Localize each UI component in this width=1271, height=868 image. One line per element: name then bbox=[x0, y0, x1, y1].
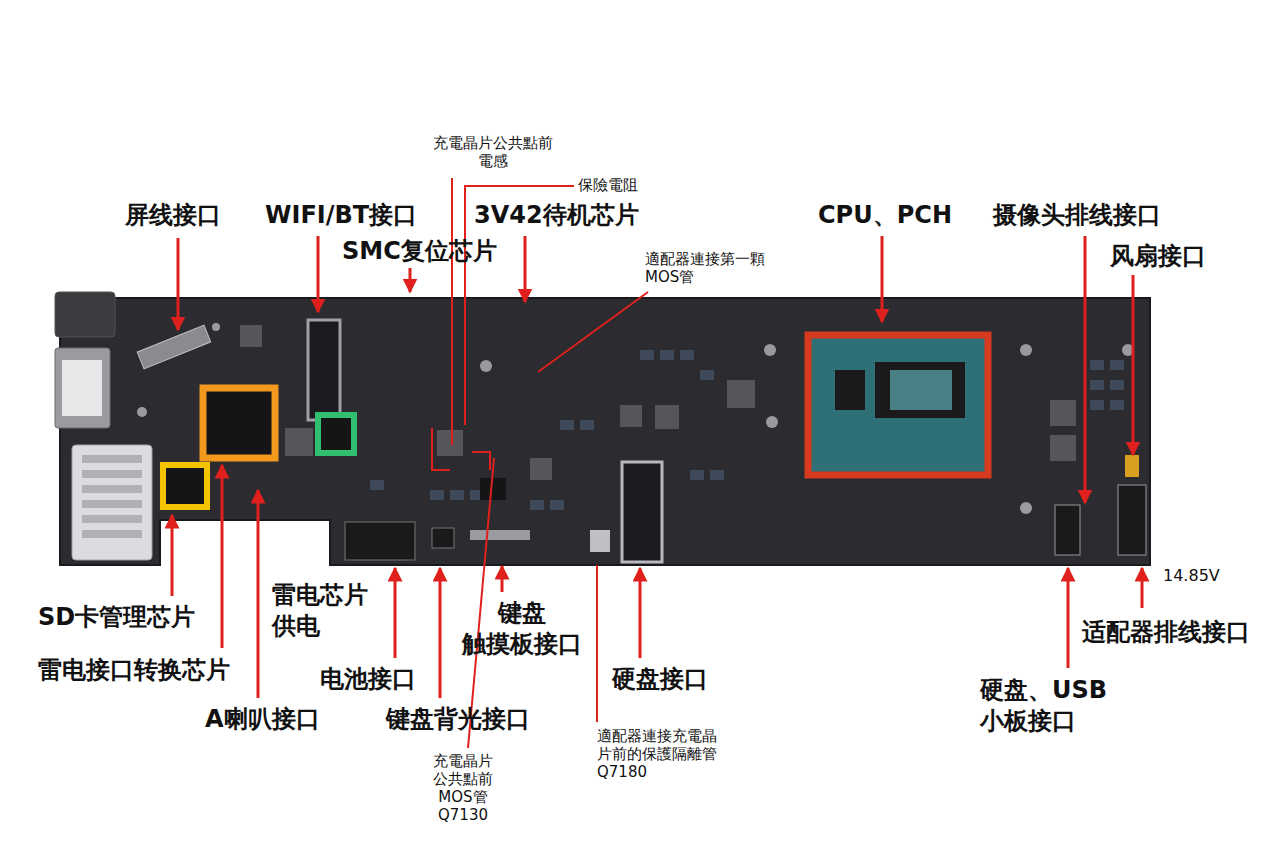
part-label: WIFI/BT接口 bbox=[265, 200, 417, 231]
part-label: 电池接口 bbox=[320, 664, 416, 695]
part-label: 屏线接口 bbox=[125, 200, 221, 231]
part-label: A喇叭接口 bbox=[205, 704, 320, 735]
part-label: 14.85V bbox=[1163, 566, 1220, 585]
part-label: 雷电芯片 供电 bbox=[272, 580, 384, 642]
part-label: CPU、PCH bbox=[818, 200, 952, 231]
part-label: 风扇接口 bbox=[1110, 241, 1206, 272]
part-label: SMC复位芯片 bbox=[342, 236, 497, 267]
part-label: 適配器連接第一顆 MOS管 bbox=[645, 250, 795, 286]
part-label: 适配器排线接口 bbox=[1082, 617, 1250, 648]
part-label: 硬盘接口 bbox=[612, 664, 708, 695]
part-label: 3V42待机芯片 bbox=[474, 200, 639, 231]
part-label: 保險電阻 bbox=[578, 176, 638, 194]
part-label: 摄像头排线接口 bbox=[993, 200, 1161, 231]
part-label: SD卡管理芯片 bbox=[38, 602, 195, 633]
part-label: 雷电接口转换芯片 bbox=[38, 655, 230, 686]
part-label: 键盘 触摸板接口 bbox=[447, 598, 597, 660]
part-label: 充電晶片公共點前 電感 bbox=[418, 134, 568, 170]
part-label: 適配器連接充電晶片前的保護隔離管 Q7180 bbox=[597, 727, 727, 781]
part-label: 键盘背光接口 bbox=[386, 704, 530, 735]
part-label: 硬盘、USB 小板接口 bbox=[980, 675, 1140, 737]
part-label: 充電晶片 公共點前 MOS管 Q7130 bbox=[418, 752, 508, 824]
